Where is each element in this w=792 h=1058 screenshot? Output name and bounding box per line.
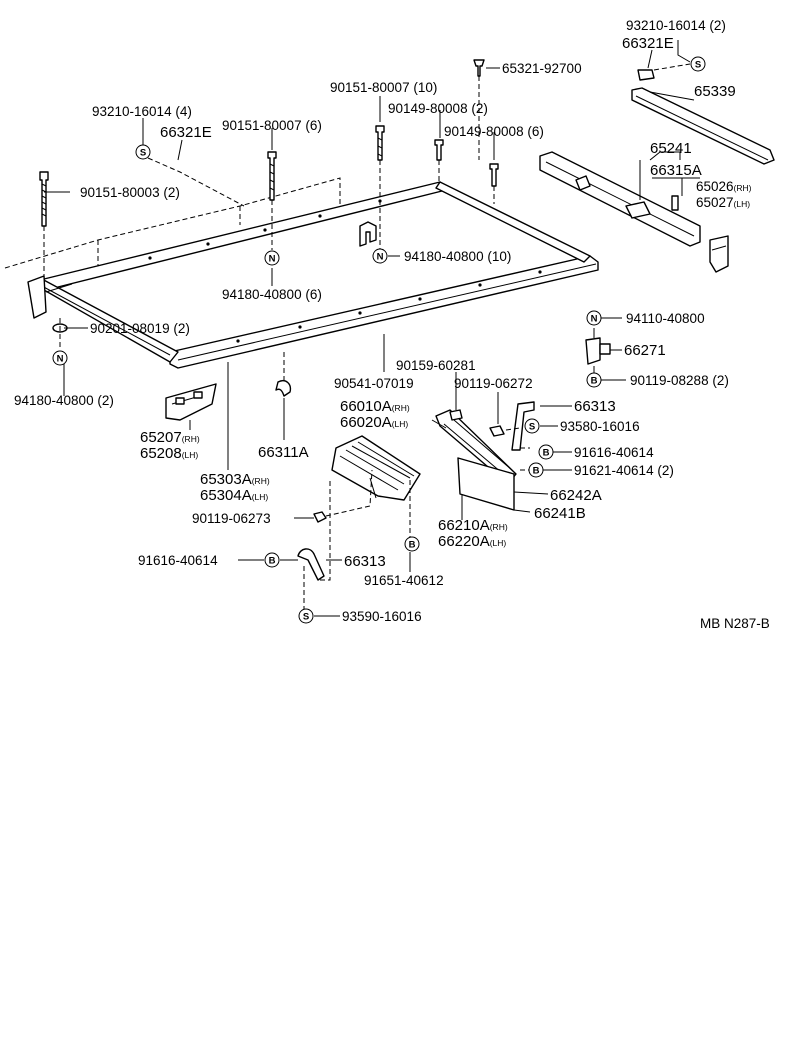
symbol-s10: B [528, 462, 544, 478]
part-label: 93580-16016 [560, 419, 640, 434]
diagram-id: MB N287-B [700, 616, 770, 631]
svg-text:S: S [140, 148, 146, 159]
part-label: 93590-16016 [342, 609, 422, 624]
clamp-66311A [275, 352, 292, 440]
leader-lines [44, 40, 700, 617]
part-label: 93210-16014 (4) [92, 104, 192, 119]
svg-text:S: S [303, 612, 309, 623]
part-label: 66311A [258, 444, 309, 461]
frame-bolts [39, 59, 499, 348]
part-label: 90119-08288 (2) [630, 373, 729, 388]
symbol-s6: N [586, 310, 602, 326]
part-label: 94180-40800 (10) [404, 249, 511, 264]
mud-flap [435, 337, 611, 511]
part-label: 65207(RH) [140, 429, 200, 446]
step-bracket [165, 383, 217, 421]
part-label: 66315A [650, 162, 702, 179]
part-label: 65027(LH) [696, 195, 750, 210]
svg-text:B: B [533, 466, 540, 477]
rear-cross-member [539, 63, 775, 273]
symbol-s5: N [52, 350, 68, 366]
part-label: 90149-80008 (2) [388, 101, 488, 116]
part-label: 66220A(LH) [438, 533, 506, 550]
part-label: 90119-06273 [192, 511, 271, 526]
svg-text:B: B [269, 556, 276, 567]
svg-text:S: S [695, 60, 701, 71]
part-label: 90151-80007 (10) [330, 80, 437, 95]
svg-text:N: N [591, 314, 598, 325]
part-label: 90119-06272 [454, 376, 533, 391]
part-label: 65303A(RH) [200, 471, 270, 488]
svg-text:N: N [377, 252, 384, 263]
part-label: 65339 [694, 83, 736, 100]
part-label: 90151-80007 (6) [222, 118, 322, 133]
symbol-s9: B [538, 444, 554, 460]
part-label: 90159-60281 [396, 358, 476, 373]
symbol-s13: S [298, 608, 314, 624]
part-label: 66321E [160, 124, 212, 141]
symbol-s4: N [264, 250, 280, 266]
part-label: 94180-40800 (6) [222, 287, 322, 302]
svg-text:B: B [409, 540, 416, 551]
svg-text:B: B [591, 376, 598, 387]
part-label: 66271 [624, 342, 666, 359]
symbol-s1: S [690, 56, 706, 72]
symbol-s8: S [524, 418, 540, 434]
svg-text:N: N [57, 354, 64, 365]
part-label: 65026(RH) [696, 179, 752, 194]
symbol-s3: N [372, 248, 388, 264]
part-label: 65321-92700 [502, 61, 582, 76]
part-label: 94180-40800 (2) [14, 393, 114, 408]
part-label: 66313 [344, 553, 386, 570]
part-label: 90151-80003 (2) [80, 185, 180, 200]
part-label: 90149-80008 (6) [444, 124, 544, 139]
mud-guard [297, 435, 421, 610]
symbol-s2: S [135, 144, 151, 160]
part-label: 66210A(RH) [438, 517, 508, 534]
part-label: 66010A(RH) [340, 398, 410, 415]
svg-text:N: N [269, 254, 276, 265]
main-frame [4, 177, 599, 369]
part-label: 91616-40614 [138, 553, 218, 568]
part-label: 65208(LH) [140, 445, 198, 462]
part-label: 90201-08019 (2) [90, 321, 190, 336]
part-label: 65304A(LH) [200, 487, 268, 504]
part-label: 91621-40614 (2) [574, 463, 674, 478]
part-label: 66020A(LH) [340, 414, 408, 431]
part-label: 93210-16014 (2) [626, 18, 726, 33]
part-label: 66242A [550, 487, 602, 504]
symbol-s12: B [404, 536, 420, 552]
part-label: 90541-07019 [334, 376, 414, 391]
part-label: 94110-40800 [626, 311, 705, 326]
svg-text:S: S [529, 422, 535, 433]
part-label: 91651-40612 [364, 573, 444, 588]
part-label: 65241 [650, 140, 692, 157]
part-label: 66241B [534, 505, 586, 522]
symbol-s11: B [264, 552, 280, 568]
part-label: 66321E [622, 35, 674, 52]
part-label: 91616-40614 [574, 445, 654, 460]
part-label: 66313 [574, 398, 616, 415]
svg-text:B: B [543, 448, 550, 459]
symbol-s7: B [586, 372, 602, 388]
